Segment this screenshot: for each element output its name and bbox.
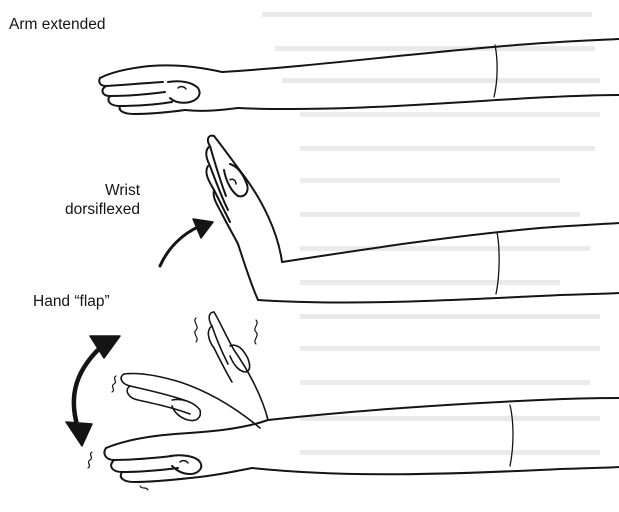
label-wrist-line1: Wrist	[65, 181, 140, 200]
bleed-through-text	[262, 12, 600, 455]
label-arm-extended: Arm extended	[9, 15, 106, 34]
label-wrist-dorsiflexed: Wrist dorsiflexed	[65, 181, 140, 219]
label-hand-flap: Hand “flap”	[33, 292, 110, 311]
wrist-dorsiflexed-drawing	[160, 136, 619, 303]
hand-flap-drawing	[66, 312, 619, 490]
label-wrist-line2: dorsiflexed	[65, 200, 140, 219]
